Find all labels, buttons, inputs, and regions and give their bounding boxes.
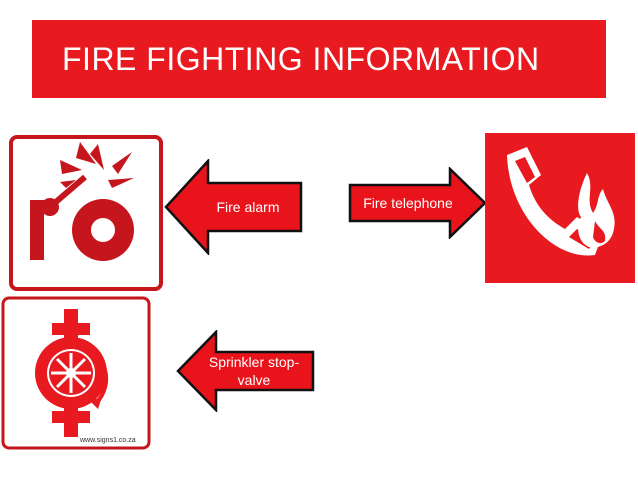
alarm-bell-icon: [30, 142, 134, 261]
sprinkler-label-line2: valve: [237, 372, 271, 388]
sprinkler-valve-sign: [0, 293, 152, 453]
title-banner: FIRE FIGHTING INFORMATION: [32, 20, 606, 98]
sprinkler-valve-label: Sprinkler stop- valve: [198, 352, 310, 390]
valve-icon: [35, 309, 109, 437]
sprinkler-valve-arrow: Sprinkler stop- valve: [176, 328, 316, 414]
sprinkler-label-line1: Sprinkler stop-: [208, 354, 300, 370]
fire-alarm-sign: [0, 122, 172, 300]
page-title: FIRE FIGHTING INFORMATION: [62, 40, 540, 77]
fire-telephone-sign: [485, 133, 635, 283]
fire-alarm-label: Fire alarm: [216, 199, 280, 215]
fire-telephone-arrow: Fire telephone: [348, 166, 488, 240]
flame-icon: [578, 173, 615, 248]
fire-alarm-arrow: Fire alarm: [164, 157, 304, 257]
sprinkler-watermark: www.signs1.co.za: [80, 437, 136, 444]
fire-telephone-label: Fire telephone: [363, 195, 453, 211]
